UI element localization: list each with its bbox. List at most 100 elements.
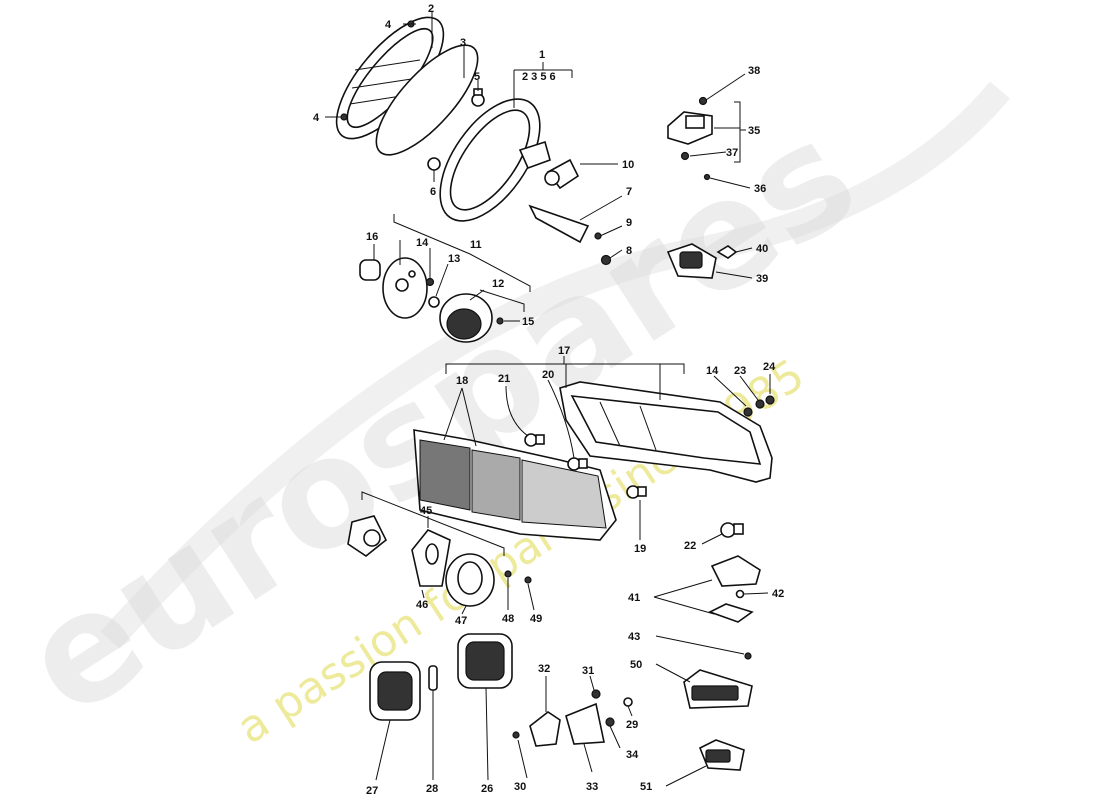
callout-49: 49 bbox=[530, 613, 542, 625]
part-46-gasket bbox=[411, 529, 451, 587]
callout-14-front: 14 bbox=[416, 237, 429, 249]
part-41-housing bbox=[710, 555, 761, 587]
part-24-nut bbox=[765, 395, 775, 405]
part-4-screw-left bbox=[340, 113, 348, 121]
callout-38: 38 bbox=[748, 65, 760, 77]
callout-21: 21 bbox=[498, 373, 510, 385]
callout-13: 13 bbox=[448, 253, 460, 265]
part-50-light bbox=[683, 669, 753, 709]
part-38-nut bbox=[698, 96, 708, 106]
callout-14-rear: 14 bbox=[706, 365, 719, 377]
part-29-nut bbox=[623, 697, 633, 707]
part-22-bulb bbox=[720, 522, 744, 538]
part-28-bulb bbox=[428, 665, 438, 691]
part-27-lamp bbox=[369, 661, 421, 721]
part-13-bulb bbox=[428, 296, 440, 308]
part-10-socket bbox=[544, 158, 580, 190]
callout-5: 5 bbox=[474, 71, 480, 83]
part-20-bulb bbox=[567, 457, 588, 471]
callout-12: 12 bbox=[492, 278, 504, 290]
callout-15: 15 bbox=[522, 316, 534, 328]
callout-16: 16 bbox=[366, 231, 378, 243]
callout-23: 23 bbox=[734, 365, 746, 377]
callout-46: 46 bbox=[416, 599, 428, 611]
callout-32: 32 bbox=[538, 663, 550, 675]
callout-33: 33 bbox=[586, 781, 598, 793]
part-5-bulb bbox=[471, 88, 485, 107]
callout-9: 9 bbox=[626, 217, 632, 229]
part-18-taillight-lens bbox=[413, 429, 617, 541]
part-37-nut bbox=[680, 151, 690, 161]
callout-50: 50 bbox=[630, 659, 642, 671]
part-31-nut bbox=[591, 689, 601, 699]
part-19-bulb bbox=[626, 485, 647, 499]
callout-4-left: 4 bbox=[313, 112, 320, 124]
callout-39: 39 bbox=[756, 273, 768, 285]
callout-sub-numbers: 2 3 5 6 bbox=[522, 71, 556, 83]
callout-51: 51 bbox=[640, 781, 652, 793]
part-17-taillight-housing bbox=[559, 381, 773, 483]
callout-41: 41 bbox=[628, 592, 640, 604]
part-23-nut bbox=[755, 399, 765, 409]
callout-2: 2 bbox=[428, 3, 434, 15]
leader-lines bbox=[325, 12, 771, 787]
part-34-nut bbox=[605, 717, 615, 727]
callout-45: 45 bbox=[420, 505, 432, 517]
part-16-cap bbox=[359, 259, 381, 281]
watermark-swoosh bbox=[100, 81, 1010, 649]
callout-24: 24 bbox=[763, 361, 776, 373]
callout-7: 7 bbox=[626, 186, 632, 198]
part-14-nut bbox=[425, 277, 435, 287]
callout-31: 31 bbox=[582, 665, 594, 677]
callout-30: 30 bbox=[514, 781, 526, 793]
callout-47: 47 bbox=[455, 615, 467, 627]
callout-20: 20 bbox=[542, 369, 554, 381]
part-14-nut-rear bbox=[743, 407, 753, 417]
callout-29: 29 bbox=[626, 719, 638, 731]
callout-6: 6 bbox=[430, 186, 436, 198]
part-48-nut bbox=[504, 570, 512, 578]
callout-4-top: 4 bbox=[385, 19, 392, 31]
part-42-bulb bbox=[735, 589, 745, 599]
callout-48: 48 bbox=[502, 613, 514, 625]
part-51-light bbox=[698, 739, 745, 771]
callout-numbers: 2 3 5 6 1 2 3 4 4 5 6 7 8 9 10 11 12 13 … bbox=[313, 3, 784, 797]
callout-17: 17 bbox=[558, 345, 570, 357]
callout-10: 10 bbox=[622, 159, 634, 171]
callout-42: 42 bbox=[772, 588, 784, 600]
callout-34: 34 bbox=[626, 749, 639, 761]
part-15-screw bbox=[496, 317, 504, 325]
callout-36: 36 bbox=[754, 183, 766, 195]
part-7-bracket bbox=[528, 204, 590, 244]
callout-37: 37 bbox=[726, 147, 738, 159]
callout-22: 22 bbox=[684, 540, 696, 552]
part-12-lamp-lens bbox=[439, 293, 493, 343]
callout-19: 19 bbox=[634, 543, 646, 555]
part-3-gasket bbox=[375, 44, 479, 156]
callout-18: 18 bbox=[456, 375, 468, 387]
callout-28: 28 bbox=[426, 783, 438, 795]
part-1-headlamp-housing bbox=[439, 98, 551, 222]
part-33-bracket bbox=[565, 702, 605, 745]
part-8-nut bbox=[600, 254, 612, 266]
callout-35: 35 bbox=[748, 125, 760, 137]
callout-11: 11 bbox=[470, 239, 482, 251]
part-43-screw bbox=[744, 652, 752, 660]
callout-26: 26 bbox=[481, 783, 493, 795]
part-36-screw bbox=[703, 173, 711, 181]
part-21-bulb bbox=[524, 433, 545, 447]
callout-8: 8 bbox=[626, 245, 632, 257]
part-35-light-assembly bbox=[667, 111, 713, 145]
callout-3: 3 bbox=[460, 37, 466, 49]
part-45-socket bbox=[347, 515, 388, 557]
part-30-screw bbox=[512, 731, 520, 739]
part-41-lens bbox=[707, 603, 754, 623]
part-11-lamp-base bbox=[382, 257, 428, 319]
callout-1: 1 bbox=[539, 49, 545, 61]
callout-27: 27 bbox=[366, 785, 378, 797]
part-39-side-marker bbox=[666, 243, 717, 279]
part-6-bulb bbox=[427, 157, 441, 171]
part-49-screw bbox=[524, 576, 532, 584]
part-2-lens-ring bbox=[335, 16, 445, 140]
